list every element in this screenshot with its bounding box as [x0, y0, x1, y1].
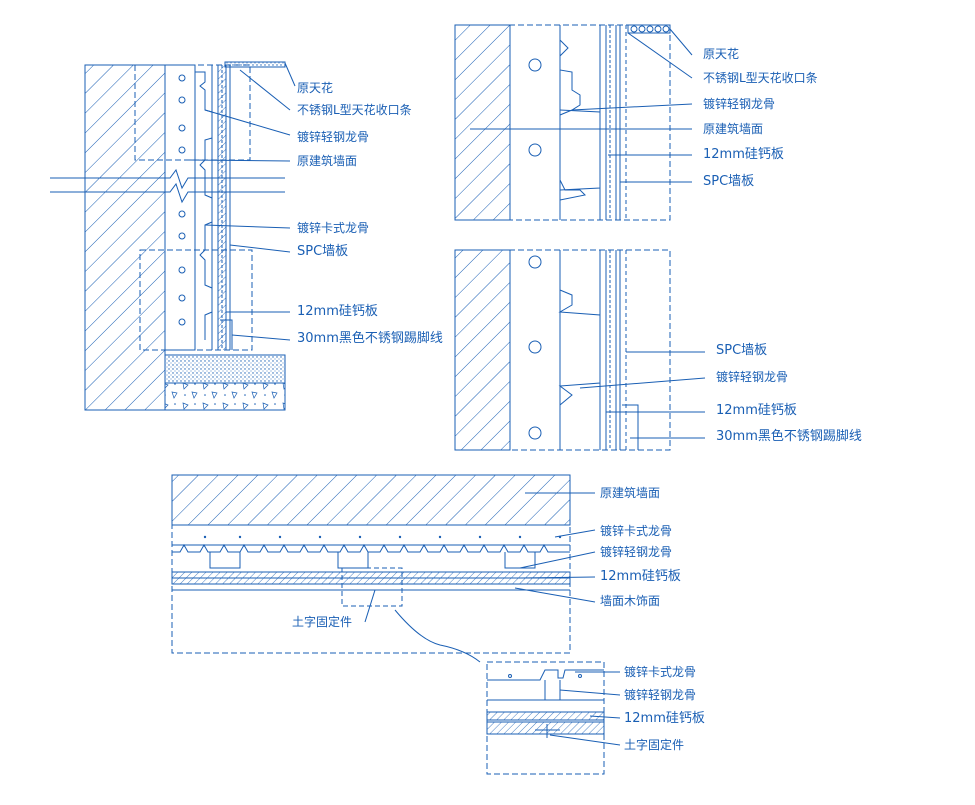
label-a-baseboard: 30mm黑色不锈钢踢脚线 [297, 331, 443, 346]
label-b-light-steel-keel: 镀锌轻钢龙骨 [703, 97, 776, 111]
label-d-original-wall: 原建筑墙面 [600, 486, 661, 500]
label-a-light-steel-keel: 镀锌轻钢龙骨 [297, 130, 370, 144]
label-b-original-ceiling: 原天花 [703, 47, 740, 61]
label-a-steel-l-trim: 不锈钢L型天花收口条 [297, 103, 412, 117]
label-e-light-steel-keel: 镀锌轻钢龙骨 [624, 688, 697, 702]
label-b-spc-panel: SPC墙板 [703, 174, 755, 189]
label-a-original-wall: 原建筑墙面 [297, 154, 358, 168]
label-a-clip-keel: 镀锌卡式龙骨 [297, 221, 370, 235]
label-b-original-wall: 原建筑墙面 [703, 122, 764, 136]
label-d-calcium-silicate: 12mm硅钙板 [600, 569, 681, 584]
label-d-fixing-piece: 土字固定件 [292, 615, 353, 629]
label-c-light-steel-keel: 镀锌轻钢龙骨 [716, 370, 789, 384]
label-c-calcium-silicate: 12mm硅钙板 [716, 403, 797, 418]
detail-a [50, 61, 296, 411]
label-e-fixing-piece: 土字固定件 [624, 738, 685, 752]
detail-e [486, 661, 621, 775]
label-e-clip-keel: 镀锌卡式龙骨 [624, 665, 697, 679]
label-d-clip-keel: 镀锌卡式龙骨 [600, 524, 673, 538]
label-a-calcium-silicate: 12mm硅钙板 [297, 304, 378, 319]
label-c-spc-panel: SPC墙板 [716, 343, 768, 358]
label-b-calcium-silicate: 12mm硅钙板 [703, 147, 784, 162]
label-c-baseboard: 30mm黑色不锈钢踢脚线 [716, 429, 862, 444]
detail-d [171, 474, 596, 663]
label-d-light-steel-keel: 镀锌轻钢龙骨 [600, 545, 673, 559]
label-a-original-ceiling: 原天花 [297, 81, 334, 95]
label-d-wood-veneer: 墙面木饰面 [600, 594, 661, 608]
label-a-spc-panel: SPC墙板 [297, 244, 349, 259]
detail-c [454, 249, 706, 451]
label-e-calcium-silicate: 12mm硅钙板 [624, 711, 705, 726]
detail-b [454, 24, 693, 221]
label-b-steel-l-trim: 不锈钢L型天花收口条 [703, 71, 818, 85]
